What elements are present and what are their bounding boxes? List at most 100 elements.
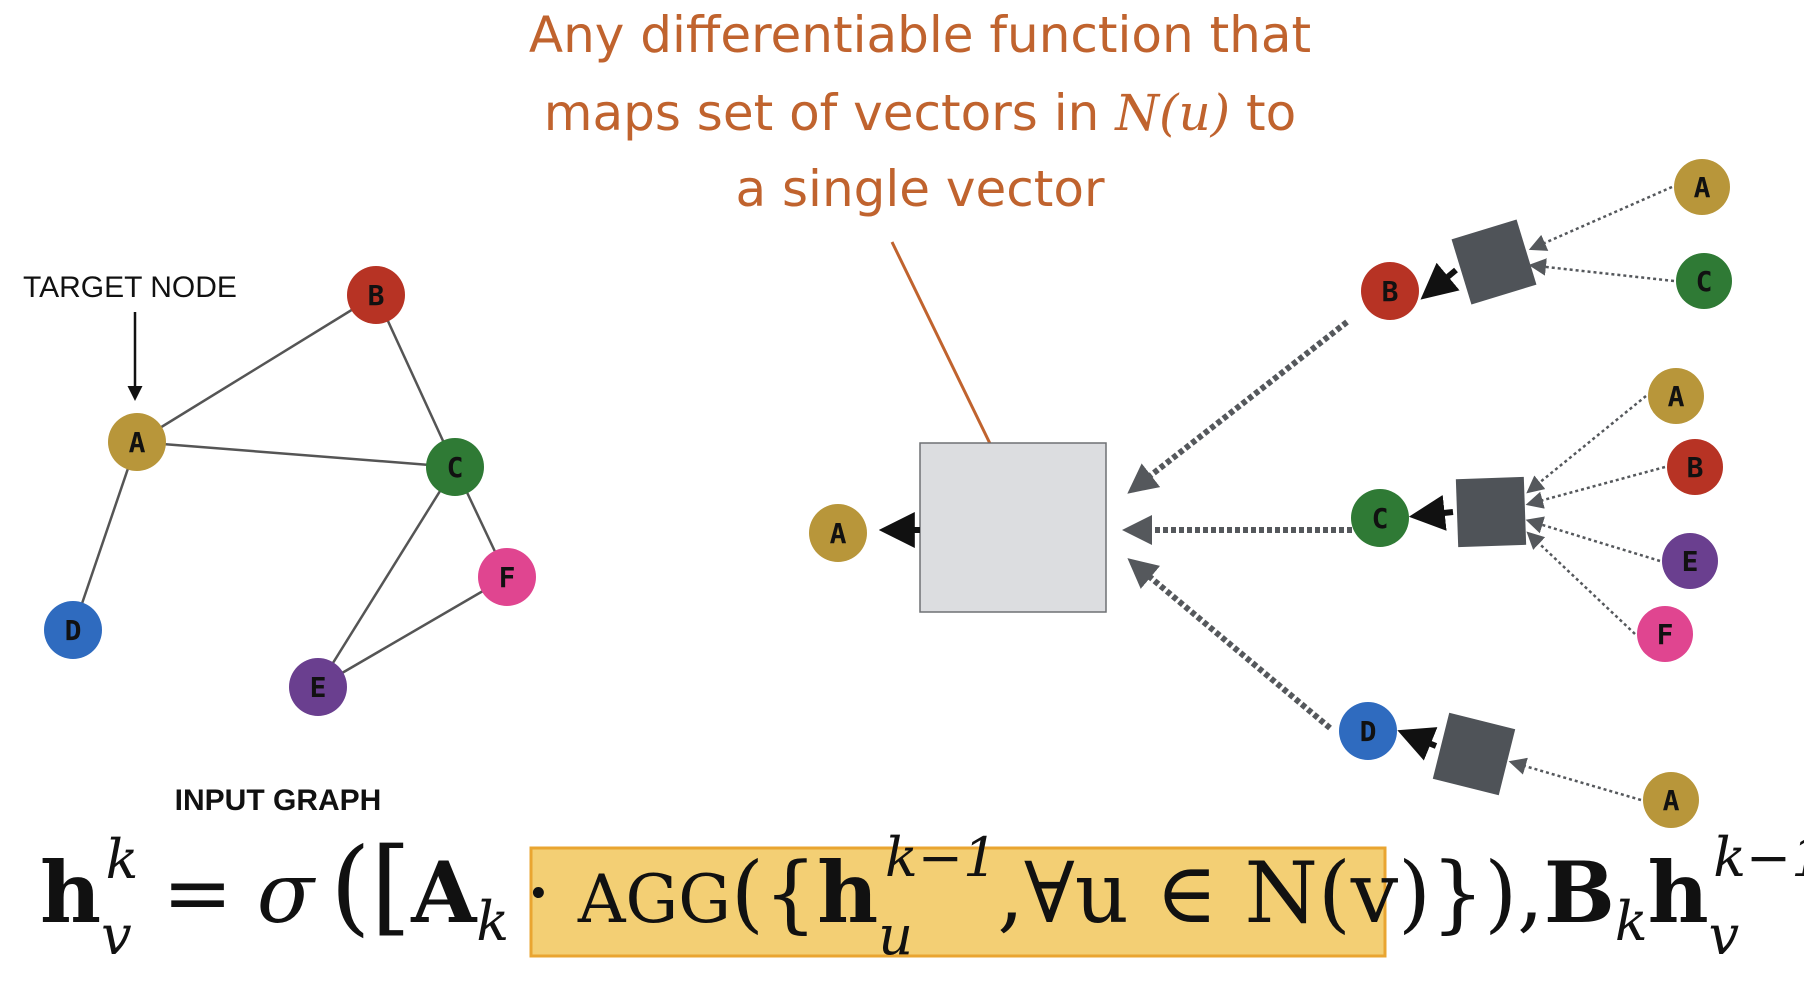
annotation-math: N(u)	[1114, 84, 1230, 142]
level2-node-d-a-circle	[1643, 772, 1699, 828]
update-formula: hvk=σ([Ak·AGG({huk−1,∀u ∈ N(v)}),Bkhvk−1…	[40, 825, 1804, 967]
level1-node-b: B	[1361, 262, 1419, 320]
root-node-a-circle	[809, 504, 867, 562]
level1-node-c-label: C	[1372, 502, 1389, 535]
formula-sub-v: v	[101, 904, 132, 967]
input-node-d-label: D	[65, 614, 82, 647]
level2-node-b-a-label: A	[1694, 171, 1711, 204]
level2-node-b-a-circle	[1674, 159, 1730, 215]
formula-agg-close: })	[1431, 844, 1517, 942]
level2-node-b-c-label: C	[1696, 265, 1713, 298]
level2-node-b-c-circle	[1676, 253, 1732, 309]
level2-node-c-b-circle	[1667, 439, 1723, 495]
level2-node-d-a-label: A	[1663, 784, 1680, 817]
input-graph-nodes: A B C D E F	[44, 266, 536, 716]
edge-A-C	[136, 440, 456, 469]
annotation-line-2-post: to	[1230, 84, 1296, 142]
level2-node-c-e: E	[1662, 533, 1718, 589]
neighbor-arrow-c-f	[1526, 531, 1636, 635]
level1-node-d-label: D	[1360, 715, 1377, 748]
input-node-a: A	[108, 413, 166, 471]
formula-open-paren: (	[330, 825, 371, 947]
neighbor-arrow-c-a	[1526, 395, 1647, 494]
input-node-a-circle	[108, 413, 166, 471]
level1-node-d: D	[1339, 702, 1397, 760]
input-node-c: C	[426, 438, 484, 496]
input-node-e-label: E	[310, 671, 327, 704]
formula-h: h	[40, 843, 101, 942]
level2-node-d-a: A	[1643, 772, 1699, 828]
agg-highlight	[529, 846, 1387, 958]
neighbor-arrow-b-a	[1528, 185, 1673, 251]
level1-dotted-arrows	[1122, 319, 1352, 731]
formula-agg-open: ({	[731, 844, 817, 942]
level2-node-c-f-label: F	[1657, 618, 1674, 651]
edge-A-D	[71, 441, 139, 631]
target-node-label: TARGET NODE	[23, 271, 237, 304]
input-graph: A B C D E F	[44, 266, 536, 716]
level2-structure	[1397, 185, 1675, 802]
formula-sub-k-A: k	[476, 890, 509, 953]
formula-forall: ,∀u ∈ N(v)	[997, 844, 1431, 942]
neighbor-arrow-d-a	[1508, 757, 1642, 802]
input-node-e-circle	[289, 658, 347, 716]
computation-graph: A A C B A B E F C A D	[809, 159, 1732, 828]
edge-A-B	[136, 293, 377, 444]
formula-sup-km1-u: k−1	[885, 826, 997, 889]
annotation: Any differentiable function that maps se…	[529, 6, 1311, 461]
formula-h-v: h	[1648, 843, 1709, 942]
level1-node-b-circle	[1361, 262, 1419, 320]
edge-C-E	[316, 466, 457, 688]
annotation-line-2-pre: maps set of vectors in	[544, 84, 1115, 142]
neighbor-arrow-c-e	[1525, 516, 1661, 563]
input-node-f-circle	[478, 548, 536, 606]
formula-cdot: ·	[525, 844, 552, 942]
level2-node-c-e-label: E	[1682, 545, 1699, 578]
level2-node-c-a: A	[1648, 368, 1704, 424]
dotted-arrow-d-to-root	[1127, 558, 1332, 731]
agg-arrow-d	[1397, 727, 1438, 761]
input-node-c-label: C	[447, 451, 464, 484]
formula-sub-v-2: v	[1709, 904, 1740, 967]
agg-arrow-c	[1408, 495, 1454, 531]
level1-node-b-label: B	[1382, 275, 1399, 308]
neighbor-arrow-c-b	[1525, 465, 1666, 509]
level2-node-c-a-circle	[1648, 368, 1704, 424]
formula-agg: AGG	[577, 861, 731, 938]
level2-node-c-e-circle	[1662, 533, 1718, 589]
root-node-a: A	[809, 504, 867, 562]
formula-sub-k-B: k	[1615, 890, 1648, 953]
input-node-e: E	[289, 658, 347, 716]
input-node-f: F	[478, 548, 536, 606]
neighbor-arrow-b-c	[1528, 258, 1675, 283]
aggregator-d	[1432, 712, 1516, 796]
formula-equals: =	[162, 844, 232, 942]
input-node-b-label: B	[368, 279, 385, 312]
aggregator-b	[1451, 219, 1537, 305]
input-node-d: D	[44, 601, 102, 659]
level2-node-b-a: A	[1674, 159, 1730, 215]
formula-open-bracket: [	[371, 825, 412, 947]
formula-B: B	[1544, 843, 1615, 942]
input-node-b: B	[347, 266, 405, 324]
level2-node-c-a-label: A	[1668, 380, 1685, 413]
input-node-f-label: F	[499, 561, 516, 594]
level1-node-d-circle	[1339, 702, 1397, 760]
annotation-line-3: a single vector	[735, 160, 1104, 218]
aggregation-box	[919, 442, 1107, 613]
level2-node-c-f: F	[1637, 606, 1693, 662]
level2-node-c-b: B	[1667, 439, 1723, 495]
input-node-b-circle	[347, 266, 405, 324]
agg-arrow-b	[1420, 262, 1460, 300]
input-node-a-label: A	[129, 426, 146, 459]
input-node-d-circle	[44, 601, 102, 659]
level2-node-c-b-label: B	[1687, 451, 1704, 484]
formula-sup-k: k	[106, 828, 139, 891]
formula-comma: ,	[1517, 844, 1544, 942]
dotted-arrow-b-to-root	[1127, 319, 1349, 494]
annotation-line-2: maps set of vectors in N(u) to	[544, 84, 1297, 142]
level2-node-c-f-circle	[1637, 606, 1693, 662]
input-node-c-circle	[426, 438, 484, 496]
level2-node-b-c: C	[1676, 253, 1732, 309]
